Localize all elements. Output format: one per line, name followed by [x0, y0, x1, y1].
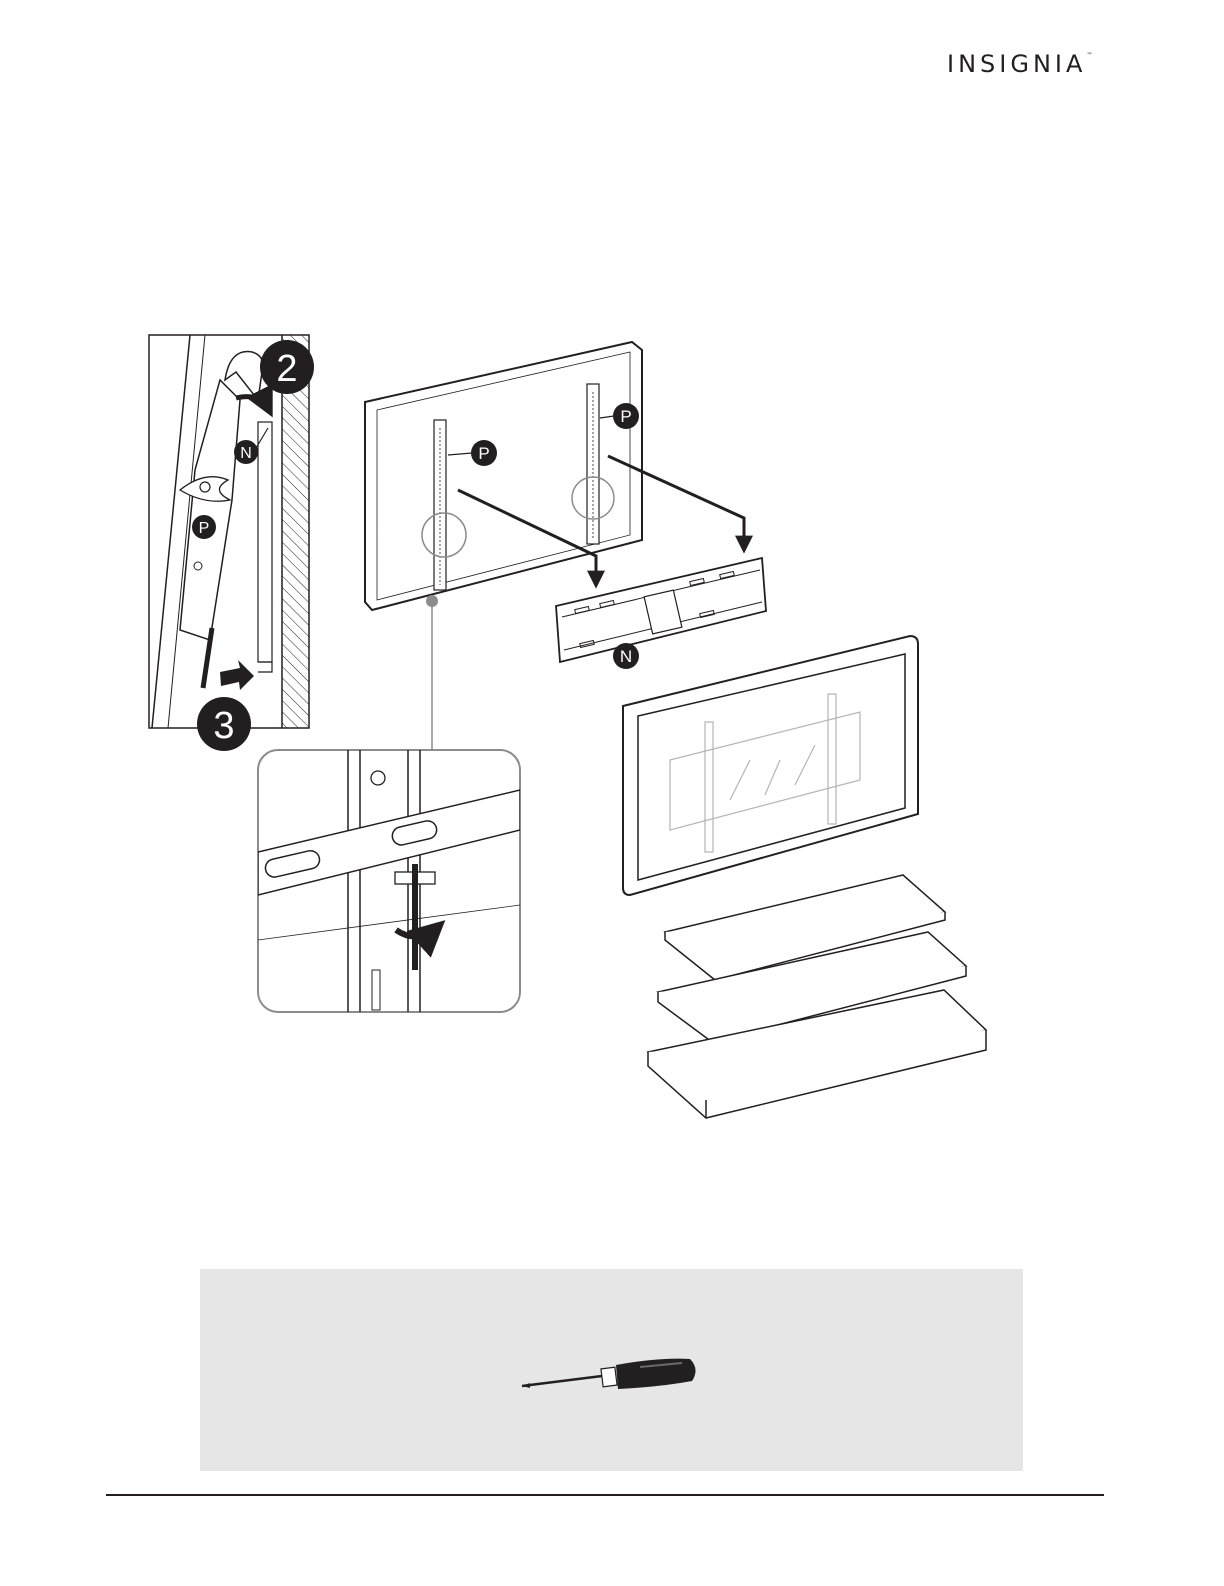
hook-detail-panel: 2 3 N P — [149, 335, 314, 751]
step-2-badge: 2 — [260, 340, 314, 394]
screwdriver-icon — [200, 1269, 1023, 1471]
spacer-stack — [648, 875, 986, 1118]
tv-front-mounted — [623, 636, 918, 895]
label-p-left-text: P — [478, 444, 489, 463]
label-p-left-bracket: P — [471, 440, 497, 466]
tv-back-with-brackets: P P — [365, 342, 744, 750]
step-3-badge: 3 — [197, 697, 251, 751]
step-3-number: 3 — [213, 705, 234, 747]
footer-rule — [106, 1494, 1104, 1496]
label-p-right-text: P — [620, 407, 631, 426]
label-n-plate-text: N — [620, 647, 632, 666]
label-n-detail-text: N — [240, 445, 252, 462]
tools-needed-panel — [200, 1269, 1023, 1471]
wall-plate: N — [556, 558, 766, 669]
label-p-right-bracket: P — [613, 403, 639, 429]
label-n-wall-plate: N — [613, 643, 639, 669]
lock-screw-zoom-detail — [258, 750, 520, 1012]
label-n-detail: N — [234, 440, 258, 464]
step-2-number: 2 — [276, 348, 297, 390]
label-p-detail-text: P — [199, 520, 210, 537]
label-p-detail: P — [192, 515, 216, 539]
